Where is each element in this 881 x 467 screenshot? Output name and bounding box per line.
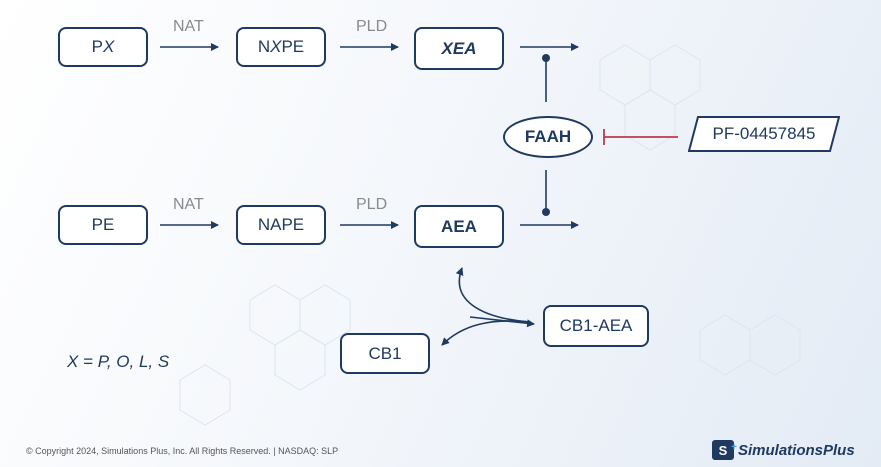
node-cb1: CB1 [340,333,430,374]
faah-junction-top [542,54,550,62]
company-logo: S+ SimulationsPlus [712,440,855,460]
node-aea-label: AEA [441,216,477,236]
inhibitor-label: PF-04457845 [712,124,816,143]
logo-text: SimulationsPlus [738,441,855,459]
logo-mark-icon: S+ [712,440,737,460]
node-faah: FAAH [503,116,593,158]
node-nape-label: NAPE [257,215,305,234]
inhibitor-shape [688,116,840,152]
node-nxpe-label: NXPE [257,37,305,56]
edge-label-nat-top: NAT [173,18,204,35]
arrow-to-cb1 [441,320,531,346]
arrow-to-aea [455,267,531,323]
node-xea: XEA [414,27,504,70]
edge-label-pld-bottom: PLD [356,196,388,213]
node-pe-label: PE [91,215,115,234]
node-nxpe: NXPE [236,27,326,67]
node-faah-label: FAAH [524,127,572,146]
node-cb1-aea: CB1-AEA [543,305,649,347]
node-px-label: PX [91,37,115,56]
node-inhibitor: PF-04457845 [688,116,840,152]
node-xea-label: XEA [441,38,477,58]
node-px: PX [58,27,148,67]
footer-copyright: © Copyright 2024, Simulations Plus, Inc.… [26,446,339,456]
arrow-to-cb1-aea [469,316,535,328]
edge-label-pld-top: PLD [356,18,388,35]
legend-text: X = P, O, L, S [67,352,170,371]
node-cb1-aea-label: CB1-AEA [559,316,633,335]
node-aea: AEA [414,205,504,248]
edge-label-nat-bottom: NAT [173,196,204,213]
node-cb1-label: CB1 [368,343,402,363]
faah-junction-bottom [542,208,550,216]
node-nape: NAPE [236,205,326,245]
node-pe: PE [58,205,148,245]
